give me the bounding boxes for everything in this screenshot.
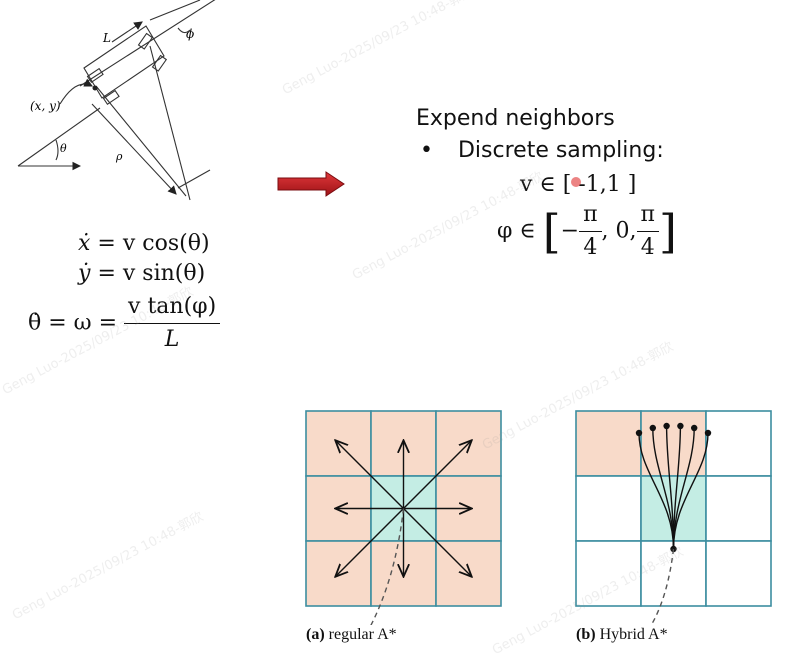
label-rho: ρ [115,150,123,163]
front-heading-line [149,0,201,21]
grid-cell [705,475,772,542]
watermark-1: Geng Luo-2025/09/23 10:48-郭欣 [279,0,476,99]
primitive-endpoint [691,424,698,432]
regular-caption-text: regular A* [324,626,397,643]
incoming-path [370,508,405,625]
cursor-dot [571,177,581,187]
eq-thetadot-numerator: v tan(φ) [124,292,221,324]
neighbor-arrow [403,440,472,509]
motion-primitive [672,432,709,550]
neighbor-arrow [335,440,404,509]
eq-ydot-lhs: ẏ [78,261,91,286]
grid-cell [705,410,772,477]
watermark-5: Geng Luo-2025/09/23 10:48-郭欣 [9,509,206,624]
sampling-bullet: • Discrete sampling: [420,138,664,163]
eq-thetadot-fraction: v tan(φ) L [124,292,221,355]
eq-xdot: ẋ = v cos(θ) [78,229,210,259]
front-radius-line [149,45,191,201]
eq-thetadot-lhs: θ̇ = ω = [28,310,118,336]
hybrid-astar-grid [575,410,772,625]
eq-xdot-rhs: = v cos(θ) [97,231,210,256]
phi-set-bracket-left: [ [542,204,561,259]
bullet-text: Discrete sampling: [457,138,664,163]
rho-arrow [91,103,177,195]
grid-cell [575,475,642,542]
eq-ydot: ẏ = v sin(θ) [78,259,205,289]
phi-arc [177,27,191,34]
eq-xdot-lhs: ẋ [78,231,91,256]
eq-thetadot: θ̇ = ω = v tan(φ) L [28,292,221,355]
phi-frac-1-den: 4 [583,235,598,260]
phi-set-bracket-right: ] [659,204,677,259]
label-L: L [102,31,111,45]
phi-minus: − [560,218,580,244]
eq-ydot-rhs: = v sin(θ) [97,261,206,286]
neighbor-arrow [403,508,472,577]
right-arrow-icon [277,171,345,197]
phi-frac-2-den: 4 [640,235,655,260]
eq-thetadot-denominator: L [164,327,180,352]
label-phi: ϕ [186,27,194,41]
regular-astar-caption: (a) regular A* [306,626,397,644]
reference-point [92,85,98,91]
grid-cell [575,540,642,607]
xy-pointer [59,78,93,105]
icr-tick [177,169,211,189]
neighbor-arrow [335,508,404,577]
phi-frac-2-num: π [636,200,659,232]
grid-cell [640,410,707,477]
rear-radius-line [95,85,187,197]
primitive-endpoint [635,429,643,437]
body-axis-line [79,0,216,87]
grid-cell [705,540,772,607]
theta-arc [55,139,59,161]
heading-line [17,107,101,167]
primitive-endpoint [704,429,712,437]
label-xy: (x, y) [30,99,61,113]
rear-wheel-right [102,89,120,105]
incoming-path [650,548,675,625]
regular-astar-grid [305,410,502,625]
bullet-marker: • [420,138,433,163]
phi-mid: , 0, [601,218,637,244]
phi-set-prefix: φ ∈ [497,218,536,244]
primitive-endpoint [677,422,684,430]
L-arrow [111,21,143,43]
primitive-endpoint [649,424,656,432]
hybrid-astar-caption: (b) Hybrid A* [576,626,668,644]
hybrid-caption-label: (b) [576,626,596,643]
regular-caption-label: (a) [306,626,325,643]
phi-frac-1-num: π [579,200,602,232]
primitive-endpoint [663,422,670,430]
front-wheel-right [151,54,168,72]
neighbors-heading: Expend neighbors [416,106,615,131]
hybrid-caption-text: Hybrid A* [595,626,668,643]
label-theta: θ [60,142,67,155]
grid-cell [575,410,642,477]
vehicle-kinematics-figure: L ϕ (x, y) θ ρ [17,0,216,201]
